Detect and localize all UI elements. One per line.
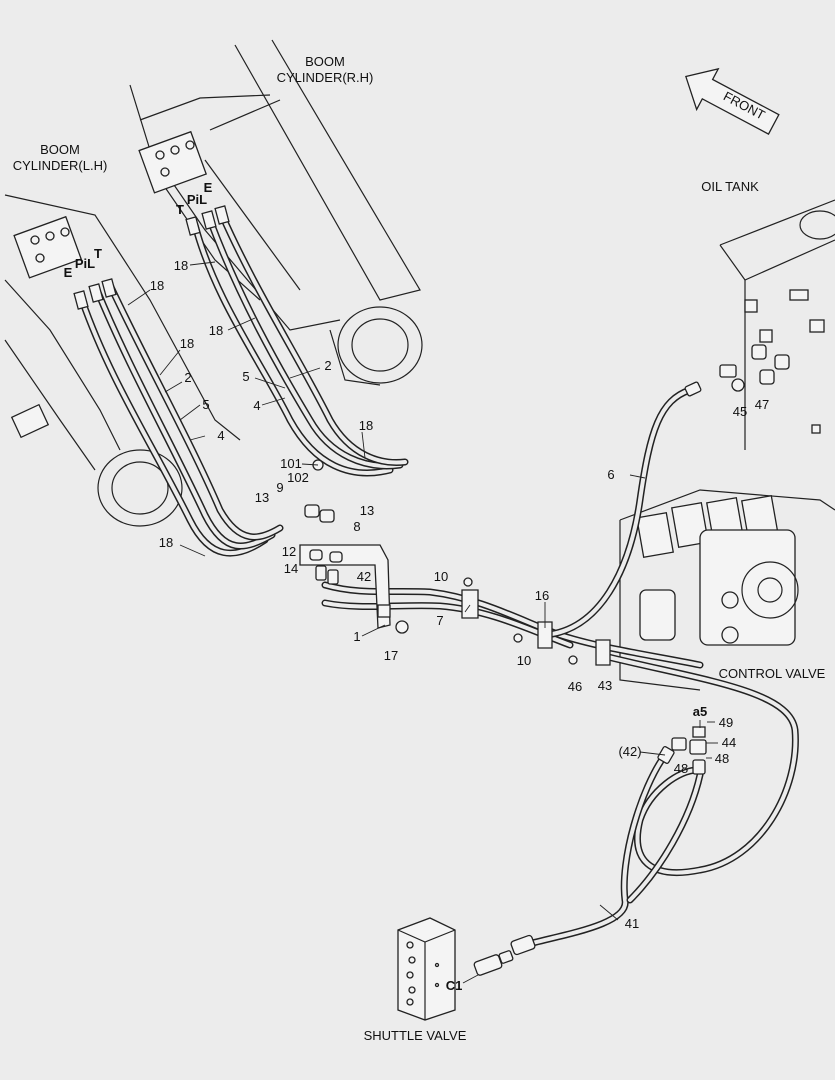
callout-102: 102 [287, 470, 309, 485]
text-labels: BOOM CYLINDER(R.H) BOOM CYLINDER(L.H) FR… [13, 54, 826, 1043]
port-lh-e: E [64, 265, 73, 280]
callout-45: 45 [733, 404, 747, 419]
callout-18: 18 [174, 258, 188, 273]
fittings [73, 205, 745, 976]
port-rh-pil: PiL [187, 192, 207, 207]
shuttle-valve [397, 917, 456, 1021]
boom-lh-title-2: CYLINDER(L.H) [13, 158, 108, 173]
callout-7: 7 [436, 613, 443, 628]
boom-lh-title-1: BOOM [40, 142, 80, 157]
oil-tank [719, 199, 835, 450]
callout-41: 41 [625, 916, 639, 931]
callout-10: 10 [517, 653, 531, 668]
boom-cylinder-lh [4, 194, 241, 527]
callout-101: 101 [280, 456, 302, 471]
callout-4: 4 [217, 428, 224, 443]
control-valve-label: CONTROL VALVE [719, 666, 826, 681]
shuttle-valve-label: SHUTTLE VALVE [364, 1028, 467, 1043]
callout-47: 47 [755, 397, 769, 412]
port-rh-t: T [176, 202, 184, 217]
boom-cylinder-rh [129, 39, 423, 386]
boom-rh-title-2: CYLINDER(R.H) [277, 70, 374, 85]
front-arrow [685, 67, 780, 135]
control-valve [619, 489, 835, 691]
callout-2: 2 [324, 358, 331, 373]
callout-14: 14 [284, 561, 298, 576]
leader-lines [127, 261, 718, 984]
callout-5: 5 [202, 397, 209, 412]
callout-43: 43 [598, 678, 612, 693]
callout-16: 16 [535, 588, 549, 603]
callout-12: 12 [282, 544, 296, 559]
callout-2: 2 [184, 370, 191, 385]
callout-18: 18 [180, 336, 194, 351]
callout-18: 18 [150, 278, 164, 293]
callout-46: 46 [568, 679, 582, 694]
callout-4: 4 [253, 398, 260, 413]
callout-18: 18 [159, 535, 173, 550]
callout-10: 10 [434, 569, 448, 584]
port-lh-pil: PiL [75, 256, 95, 271]
callout-18: 18 [209, 323, 223, 338]
callout-1: 1 [353, 629, 360, 644]
oil-tank-label: OIL TANK [701, 179, 759, 194]
callout-49: 49 [719, 715, 733, 730]
port-a5: a5 [693, 704, 707, 719]
callout-48: 48 [715, 751, 729, 766]
port-lh-t: T [94, 246, 102, 261]
callout-44: 44 [722, 735, 736, 750]
callout-42: 42 [357, 569, 371, 584]
callout-8: 8 [353, 519, 360, 534]
port-c1: C1 [446, 978, 463, 993]
callout-5: 5 [242, 369, 249, 384]
port-rh-e: E [204, 180, 213, 195]
callout-6: 6 [607, 467, 614, 482]
callout-13: 13 [255, 490, 269, 505]
callout-9: 9 [276, 480, 283, 495]
callout-18: 18 [359, 418, 373, 433]
callout-42-ref: (42) [618, 744, 641, 759]
callout-17: 17 [384, 648, 398, 663]
callout-48: 48 [674, 761, 688, 776]
boom-rh-title-1: BOOM [305, 54, 345, 69]
callout-13: 13 [360, 503, 374, 518]
